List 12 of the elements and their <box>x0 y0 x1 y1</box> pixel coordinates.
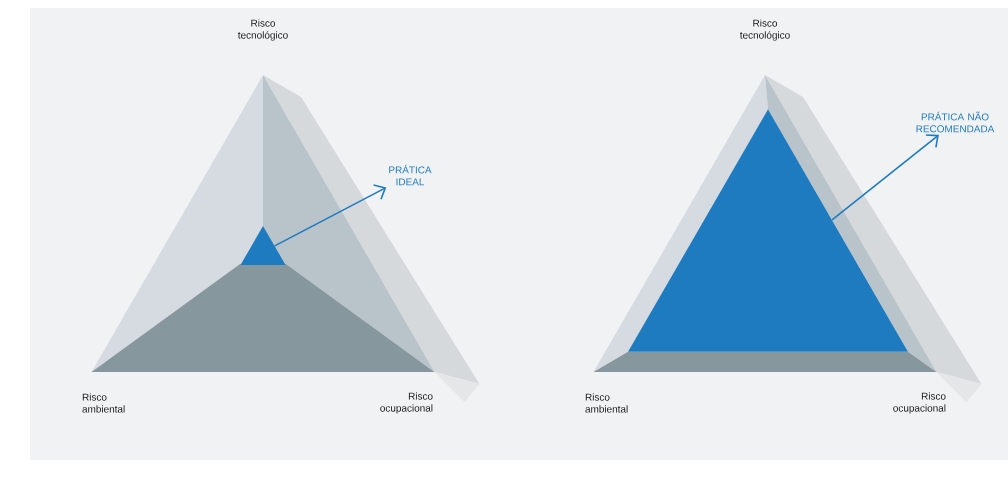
axis-label: Risco tecnológico <box>237 19 288 41</box>
arrow <box>831 134 939 221</box>
triangle-marker <box>240 226 286 265</box>
axis-label: Risco ambiental <box>82 393 125 413</box>
triangle-marker <box>628 109 908 352</box>
callout-text: PRÁTICA NÃO RECOMENDADA <box>916 111 995 133</box>
axis-label: Risco ocupacional <box>893 392 946 414</box>
arrow <box>273 184 387 247</box>
axis-label: Risco ocupacional <box>380 392 433 414</box>
axis-label: Risco tecnológico <box>739 19 790 41</box>
axis-label: Risco ambiental <box>585 393 628 413</box>
callout-text: PRÁTICA IDEAL <box>389 164 432 186</box>
